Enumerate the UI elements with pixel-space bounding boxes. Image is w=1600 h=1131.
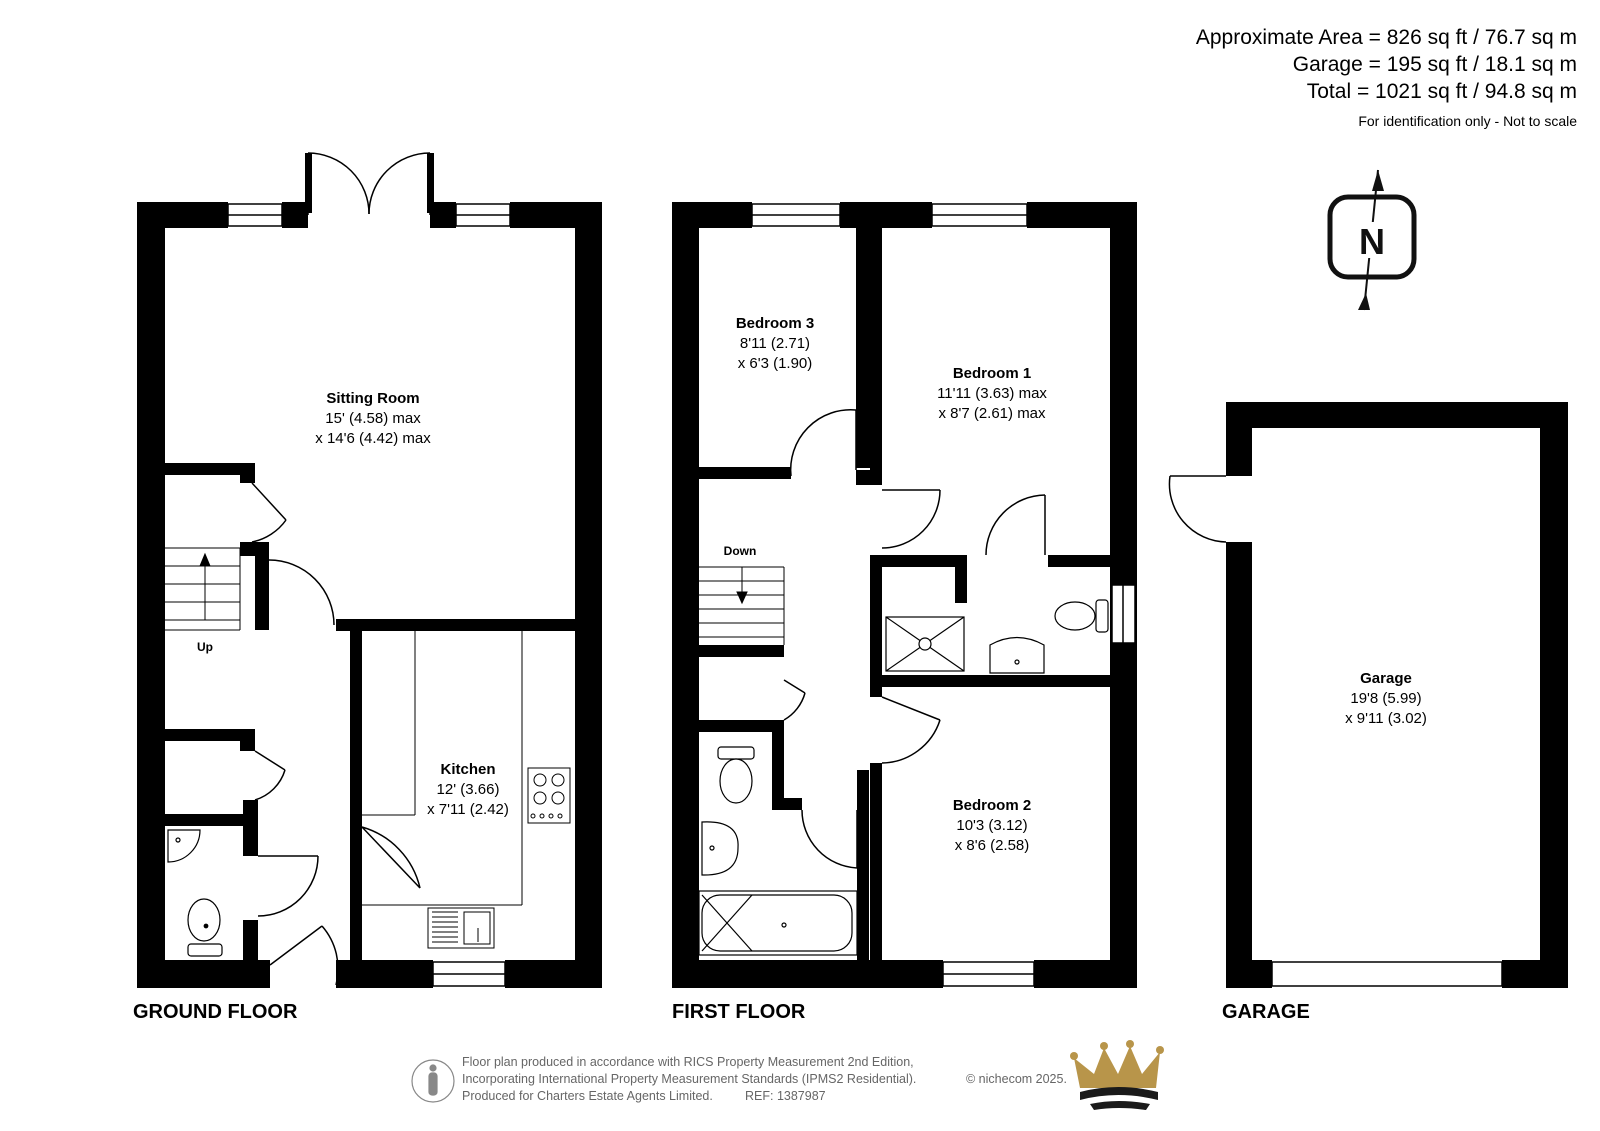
footer-line1: Floor plan produced in accordance with R… [462,1055,914,1069]
gf-stairs [165,547,241,631]
gf-basin-icon [167,829,201,863]
bedroom3-name: Bedroom 3 [736,315,814,332]
bedroom1-dim2: x 8'7 (2.61) max [938,405,1046,422]
gf-french-doors [307,152,431,215]
ff-stairs [699,566,785,645]
gf-hob-icon [527,767,571,824]
bedroom1-name: Bedroom 1 [953,365,1031,382]
footer-ref: REF: 1387987 [745,1089,826,1103]
ff-window-bedroom2 [942,961,1035,987]
bedroom2-dim2: x 8'6 (2.58) [955,837,1030,854]
bedroom2-name: Bedroom 2 [953,797,1031,814]
gf-wall-bottom-a [137,960,270,988]
gf-wall-top-c [430,202,456,228]
gf-wall-bottom-c [505,960,602,988]
bedroom2-dim1: 10'3 (3.12) [956,817,1027,834]
ground-floor-label: GROUND FLOOR [133,1001,298,1023]
first-floor-label: FIRST FLOOR [672,1001,806,1023]
gf-wall-right [575,202,602,988]
scale-note: For identification only - Not to scale [1358,113,1577,129]
gf-window-kitchen [432,961,506,987]
garage-side-door [1168,475,1227,543]
person-icon [411,1059,455,1103]
crown-logo-icon [1070,1040,1164,1110]
sitting-room-dim1: 15' (4.58) max [325,410,421,427]
garage-name: Garage [1360,670,1412,687]
north-compass-icon: N [1327,169,1417,311]
first-floor-plan: Down [672,202,1137,1023]
ff-stairs-label: Down [724,544,757,558]
gf-kitchen-door [361,826,421,889]
gf-wall-bottom-b [336,960,433,988]
gf-wall-top-b [282,202,308,228]
ff-bath-icon [698,890,858,956]
gf-wall-top-d [510,202,602,228]
gf-wall-top-a [137,202,228,228]
gf-window-top-left [227,203,283,227]
total-area: Total = 1021 sq ft / 94.8 sq m [1307,80,1577,103]
bedroom1-dim1: 11'11 (3.63) max [937,385,1047,402]
gf-toilet-icon [187,898,223,957]
garage-door-opening [1271,961,1503,987]
footer-line3: Produced for Charters Estate Agents Limi… [462,1089,713,1103]
area-summary: Approximate Area = 826 sq ft / 76.7 sq m… [1196,26,1577,129]
gf-window-top-right [455,203,511,227]
sitting-room-name: Sitting Room [326,390,419,407]
sitting-room-dim2: x 14'6 (4.42) max [315,430,431,447]
kitchen-name: Kitchen [440,761,495,778]
gf-front-door [269,925,339,986]
compass-letter: N [1359,221,1385,262]
garage-dim1: 19'8 (5.99) [1350,690,1421,707]
bedroom3-dim2: x 6'3 (1.90) [738,355,813,372]
gf-wall-kitchen-left [350,631,362,960]
gf-wall-left [137,202,165,988]
garage-dim2: x 9'11 (3.02) [1345,710,1427,727]
ff-window-ensuite [1111,584,1136,644]
kitchen-dim1: 12' (3.66) [437,781,500,798]
garage-area: Garage = 195 sq ft / 18.1 sq m [1293,53,1577,76]
garage-label: GARAGE [1222,1001,1310,1023]
kitchen-dim2: x 7'11 (2.42) [427,801,509,818]
ff-bathroom-basin-icon [701,821,739,876]
gf-kitchen-units [362,631,523,906]
footer: Floor plan produced in accordance with R… [411,1040,1164,1110]
ff-window-bedroom3 [751,203,841,227]
footer-line2: Incorporating International Property Mea… [462,1072,916,1086]
footer-copyright: © nichecom 2025. [966,1072,1067,1086]
ff-window-bedroom1 [931,203,1028,227]
ff-ensuite-toilet-icon [1054,599,1109,633]
gf-stairs-label: Up [197,640,213,654]
gf-sink-icon [427,907,495,949]
ground-floor-plan: Up [133,152,602,1023]
approximate-area: Approximate Area = 826 sq ft / 76.7 sq m [1196,26,1577,49]
bedroom3-dim1: 8'11 (2.71) [740,335,810,352]
gf-wall-divider [336,619,575,631]
ff-bathroom-toilet-icon [717,746,755,804]
ff-ensuite-basin-icon [989,636,1045,674]
ff-shower-icon [885,616,965,672]
garage-plan: Garage 19'8 (5.99) x 9'11 (3.02) GARAGE [1168,402,1568,1023]
